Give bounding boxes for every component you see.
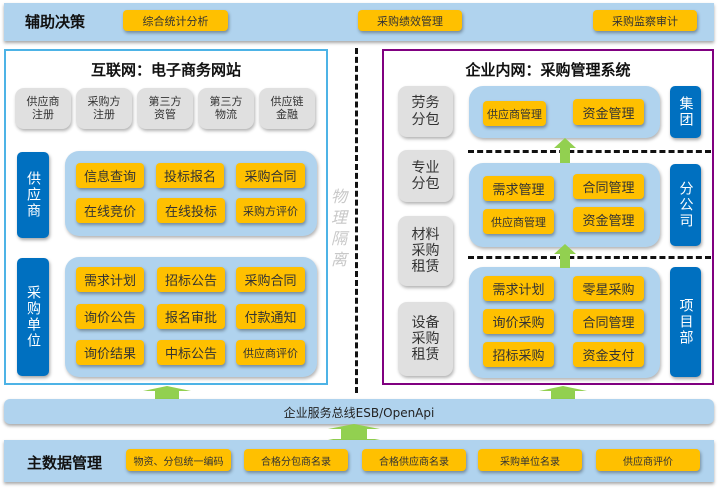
buyer-inquiry-notice[interactable]: 询价公告 <box>76 304 144 329</box>
master-data-label: 主数据管理 <box>27 454 103 472</box>
master-qualified-suppliers[interactable]: 合格供应商名录 <box>362 449 466 471</box>
buyer-payment-notice[interactable]: 付款通知 <box>236 304 305 329</box>
group-supplier-management[interactable]: 供应商管理 <box>483 101 546 126</box>
buyer-award-notice[interactable]: 中标公告 <box>157 340 225 365</box>
service-third-party-funds[interactable]: 第三方 资管 <box>137 88 193 129</box>
internet-section-frame <box>4 49 328 385</box>
buyer-label: 采购单位 <box>17 258 49 376</box>
branch-level-label-text: 分公司 <box>677 181 694 229</box>
decision-item-audit[interactable]: 采购监察审计 <box>593 10 697 31</box>
supplier-label: 供应商 <box>17 152 49 238</box>
project-level-label-text: 项目部 <box>677 298 694 346</box>
supplier-purchase-contract[interactable]: 采购合同 <box>236 163 305 188</box>
group-level-label: 集团 <box>670 86 701 138</box>
service-supply-chain-finance[interactable]: 供应链 金融 <box>259 88 315 129</box>
master-buyer-directory[interactable]: 采购单位名录 <box>478 449 582 471</box>
decision-item-comprehensive-stats[interactable]: 综合统计分析 <box>123 10 228 31</box>
isolation-label-text: 物理隔离 <box>331 187 364 269</box>
master-data-band <box>4 440 714 482</box>
master-supplier-rating[interactable]: 供应商评价 <box>596 449 700 471</box>
esb-band <box>4 399 714 424</box>
isolation-divider-line <box>355 48 358 393</box>
buyer-supplier-rating[interactable]: 供应商评价 <box>236 340 305 365</box>
supplier-online-auction[interactable]: 在线竞价 <box>76 198 144 223</box>
project-demand-plan[interactable]: 需求计划 <box>483 276 554 301</box>
category-labor-subcontract[interactable]: 劳务 分包 <box>398 86 453 137</box>
service-buyer-register[interactable]: 采购方 注册 <box>76 88 132 129</box>
branch-contract-management[interactable]: 合同管理 <box>573 174 644 199</box>
branch-demand-management[interactable]: 需求管理 <box>483 176 554 201</box>
project-tender-purchase[interactable]: 招标采购 <box>483 342 554 367</box>
buyer-purchase-contract[interactable]: 采购合同 <box>236 267 305 292</box>
group-level-label-text: 集团 <box>677 96 694 128</box>
service-supplier-register[interactable]: 供应商 注册 <box>15 88 71 129</box>
project-contract-management[interactable]: 合同管理 <box>573 309 644 334</box>
branch-fund-management[interactable]: 资金管理 <box>573 207 644 232</box>
supplier-info-query[interactable]: 信息查询 <box>76 163 144 188</box>
intranet-section-frame <box>382 49 714 385</box>
internet-section-title: 互联网：电子商务网站 <box>90 61 241 79</box>
supplier-label-text: 供应商 <box>25 171 41 219</box>
project-inquiry-purchase[interactable]: 询价采购 <box>483 309 554 334</box>
group-fund-management[interactable]: 资金管理 <box>573 99 644 125</box>
esb-label: 企业服务总线ESB/OpenApi <box>283 406 435 420</box>
master-qualified-subcontractors[interactable]: 合格分包商名录 <box>244 449 348 471</box>
supplier-online-bid[interactable]: 在线投标 <box>157 198 225 223</box>
master-unified-coding[interactable]: 物资、分包统一编码 <box>126 449 231 471</box>
supplier-buyer-rating[interactable]: 采购方评价 <box>236 198 305 223</box>
service-third-party-logistics[interactable]: 第三方 物流 <box>198 88 254 129</box>
decision-support-label: 辅助决策 <box>25 13 86 31</box>
category-professional-subcontract[interactable]: 专业 分包 <box>398 150 453 202</box>
up-arrow-project-to-branch <box>554 244 576 268</box>
intranet-section-title: 企业内网：采购管理系统 <box>465 61 631 79</box>
buyer-registration-approval[interactable]: 报名审批 <box>157 304 225 329</box>
isolation-label: 物理隔离 <box>331 186 381 270</box>
project-level-label: 项目部 <box>670 267 701 377</box>
category-material-procurement[interactable]: 材料 采购 租赁 <box>398 216 453 286</box>
buyer-tender-notice[interactable]: 招标公告 <box>157 267 225 292</box>
project-sporadic-purchase[interactable]: 零星采购 <box>573 276 644 301</box>
buyer-demand-plan[interactable]: 需求计划 <box>76 267 144 292</box>
buyer-label-text: 采购单位 <box>25 285 41 349</box>
decision-item-performance[interactable]: 采购绩效管理 <box>358 10 462 31</box>
buyer-inquiry-result[interactable]: 询价结果 <box>76 340 144 365</box>
branch-supplier-management[interactable]: 供应商管理 <box>483 209 554 234</box>
supplier-bid-register[interactable]: 投标报名 <box>156 163 224 188</box>
up-arrow-branch-to-group <box>554 138 576 163</box>
category-equipment-procurement[interactable]: 设备 采购 租赁 <box>398 302 453 376</box>
level-divider-2 <box>468 256 711 259</box>
double-arrow-esb-master-data <box>328 424 380 444</box>
level-divider-1 <box>468 150 711 153</box>
branch-level-label: 分公司 <box>670 164 701 246</box>
project-fund-payment[interactable]: 资金支付 <box>573 342 644 367</box>
